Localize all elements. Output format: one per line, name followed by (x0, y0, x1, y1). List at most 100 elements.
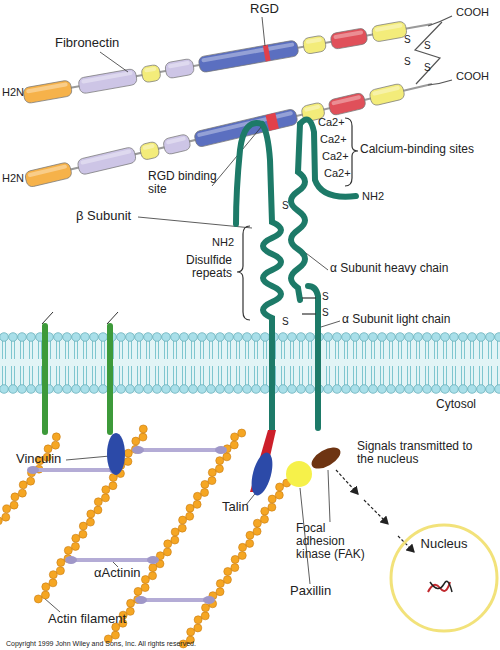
lipid-tail (281, 366, 282, 385)
actin-bead (2, 513, 10, 521)
lipid-tail (374, 340, 375, 359)
label: αActinin (94, 566, 141, 580)
lipid-tail (155, 366, 156, 385)
lipid-tail (434, 366, 435, 385)
label: Cytosol (436, 398, 476, 411)
lipid-tail (329, 340, 330, 359)
domain-highlight (144, 67, 157, 73)
lipid-head (27, 333, 36, 342)
lipid-tail (479, 340, 480, 359)
actin-bead (171, 528, 179, 536)
lipid-tail (326, 340, 327, 359)
leader-line (262, 17, 265, 46)
vinculin-shape (248, 450, 277, 497)
lipid-tail (167, 340, 168, 359)
lipid-tail (245, 366, 246, 385)
lipid-tail (239, 340, 240, 359)
label: Actin filament (48, 612, 126, 626)
lipid-tail (362, 340, 363, 359)
lipid-head (486, 385, 495, 394)
lipid-head (288, 385, 297, 394)
lipid-tail (248, 340, 249, 359)
lipid-tail (452, 340, 453, 359)
chain-backbone (24, 24, 432, 96)
lipid-tail (11, 366, 12, 385)
signal-arrow (336, 470, 358, 494)
lipid-tail (311, 366, 312, 385)
actin-bead (178, 524, 186, 532)
actin-bead (64, 546, 72, 554)
actin-bead (124, 449, 132, 457)
lipid-tail (95, 340, 96, 359)
lipid-tail (149, 340, 150, 359)
actin-bead (238, 551, 246, 559)
label: Copyright 1999 John Wiley and Sons, Inc.… (6, 640, 196, 648)
lipid-tail (14, 366, 15, 385)
lipid-tail (392, 340, 393, 359)
rgd-stripe (263, 45, 271, 62)
alpha-actinin-end (132, 446, 144, 454)
lipid-tail (203, 340, 204, 359)
lipid-tail (218, 366, 219, 385)
lipid-tail (230, 340, 231, 359)
fibronectin-domain (24, 162, 72, 188)
lipid-head (414, 333, 423, 342)
lipid-tail (263, 366, 264, 385)
lipid-tail (419, 366, 420, 385)
lipid-tail (302, 340, 303, 359)
actin-bead (223, 576, 231, 584)
lipid-head (477, 333, 486, 342)
lipid-tail (113, 366, 114, 385)
lipid-tail (392, 366, 393, 385)
lipid-tail (203, 366, 204, 385)
lipid-tail (362, 366, 363, 385)
leader-line (328, 470, 330, 522)
lipid-tail (221, 366, 222, 385)
dna-strand (430, 581, 452, 592)
lipid-tail (155, 340, 156, 359)
lipid-tail (146, 340, 147, 359)
chain-end (428, 80, 452, 85)
node-text: Nucleus (388, 536, 500, 551)
lipid-tail (365, 366, 366, 385)
lipid-tail (479, 366, 480, 385)
lipid-head (0, 333, 8, 342)
lipid-head (306, 385, 315, 394)
lipid-tail (185, 340, 186, 359)
lipid-head (459, 385, 468, 394)
lipid-tail (104, 366, 105, 385)
lipid-tail (158, 340, 159, 359)
lipid-tail (299, 366, 300, 385)
lipid-tail (380, 366, 381, 385)
fibronectin-domain (139, 141, 160, 161)
lipid-head (369, 385, 378, 394)
actin-bead (261, 507, 269, 515)
lipid-tail (275, 340, 276, 359)
fak-shape (308, 443, 344, 473)
lipid-tail (209, 366, 210, 385)
actin-bead (179, 516, 187, 524)
lipid-tail (263, 340, 264, 359)
lipid-tail (113, 340, 114, 359)
fibronectin-domain (330, 28, 368, 50)
lipid-head (333, 385, 342, 394)
actin-bead (260, 515, 268, 523)
label: S (424, 40, 431, 51)
lipid-tail (410, 366, 411, 385)
lipid-tail (464, 366, 465, 385)
actin-bead (194, 624, 202, 632)
lipid-tail (29, 340, 30, 359)
actin-bead (141, 584, 149, 592)
actin-bead (27, 477, 35, 485)
lipid-head (171, 333, 180, 342)
lipid-tail (20, 366, 21, 385)
lipid-tail (86, 340, 87, 359)
actin-bead (57, 559, 65, 567)
lipid-tail (158, 366, 159, 385)
lipid-tail (470, 366, 471, 385)
lipid-head (198, 333, 207, 342)
label: S (322, 307, 329, 318)
nucleus-node: Nucleus (388, 522, 500, 634)
lipid-head (9, 333, 18, 342)
lipid-head (441, 385, 450, 394)
